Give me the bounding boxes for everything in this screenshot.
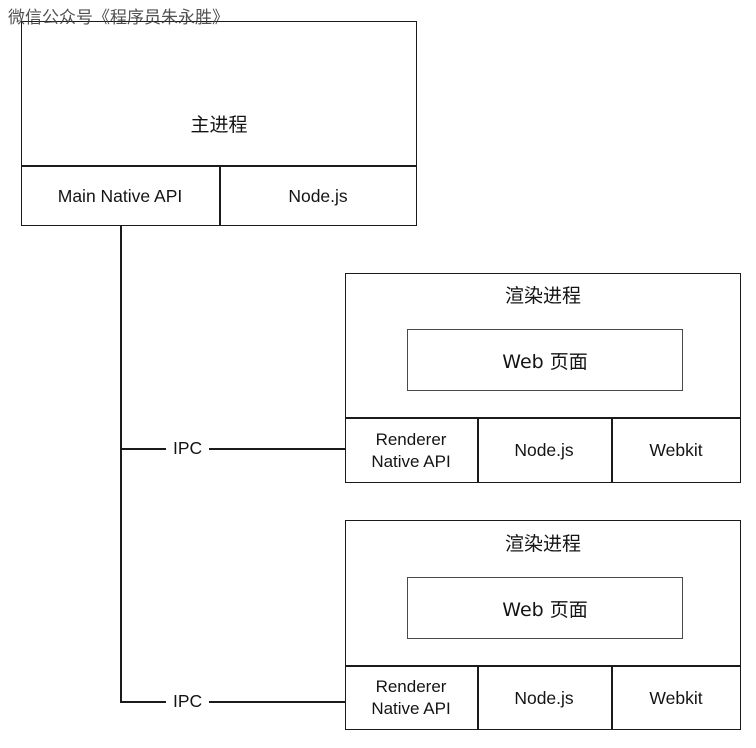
main-process-title: 主进程 [190, 113, 248, 136]
ipc-label-2: IPC [166, 692, 210, 711]
renderer-1-row-divider [345, 417, 741, 419]
renderer-1-native-api-cell: Renderer Native API [371, 429, 451, 471]
web-page-1-label: Web 页面 [502, 350, 588, 373]
ipc-connector-line-2 [120, 701, 345, 703]
watermark-text: 微信公众号《程序员朱永胜》 [8, 8, 229, 28]
renderer-1-webkit-cell: Webkit [649, 440, 703, 460]
web-page-2-label: Web 页面 [502, 598, 588, 621]
renderer-process-2-title: 渲染进程 [504, 532, 581, 555]
renderer-2-column-divider-2 [611, 666, 613, 730]
renderer-1-column-divider-2 [611, 418, 613, 483]
renderer-2-nodejs-cell: Node.js [514, 687, 574, 708]
renderer-2-webkit-cell: Webkit [649, 687, 703, 708]
web-page-1-box [407, 329, 683, 391]
main-process-trunk-line [120, 226, 122, 703]
ipc-label-1: IPC [166, 439, 210, 458]
main-nodejs-cell: Node.js [288, 185, 348, 206]
renderer-2-native-api-cell: Renderer Native API [371, 677, 451, 718]
main-process-column-divider [219, 166, 221, 226]
web-page-2-box [407, 577, 683, 639]
renderer-2-row-divider [345, 665, 741, 667]
renderer-process-1-title: 渲染进程 [504, 284, 581, 307]
main-native-api-cell: Main Native API [57, 185, 183, 206]
ipc-connector-line-1 [120, 448, 345, 450]
renderer-2-column-divider-1 [477, 666, 479, 730]
renderer-1-column-divider-1 [477, 418, 479, 483]
renderer-1-nodejs-cell: Node.js [514, 440, 574, 460]
main-process-row-divider [21, 165, 417, 167]
